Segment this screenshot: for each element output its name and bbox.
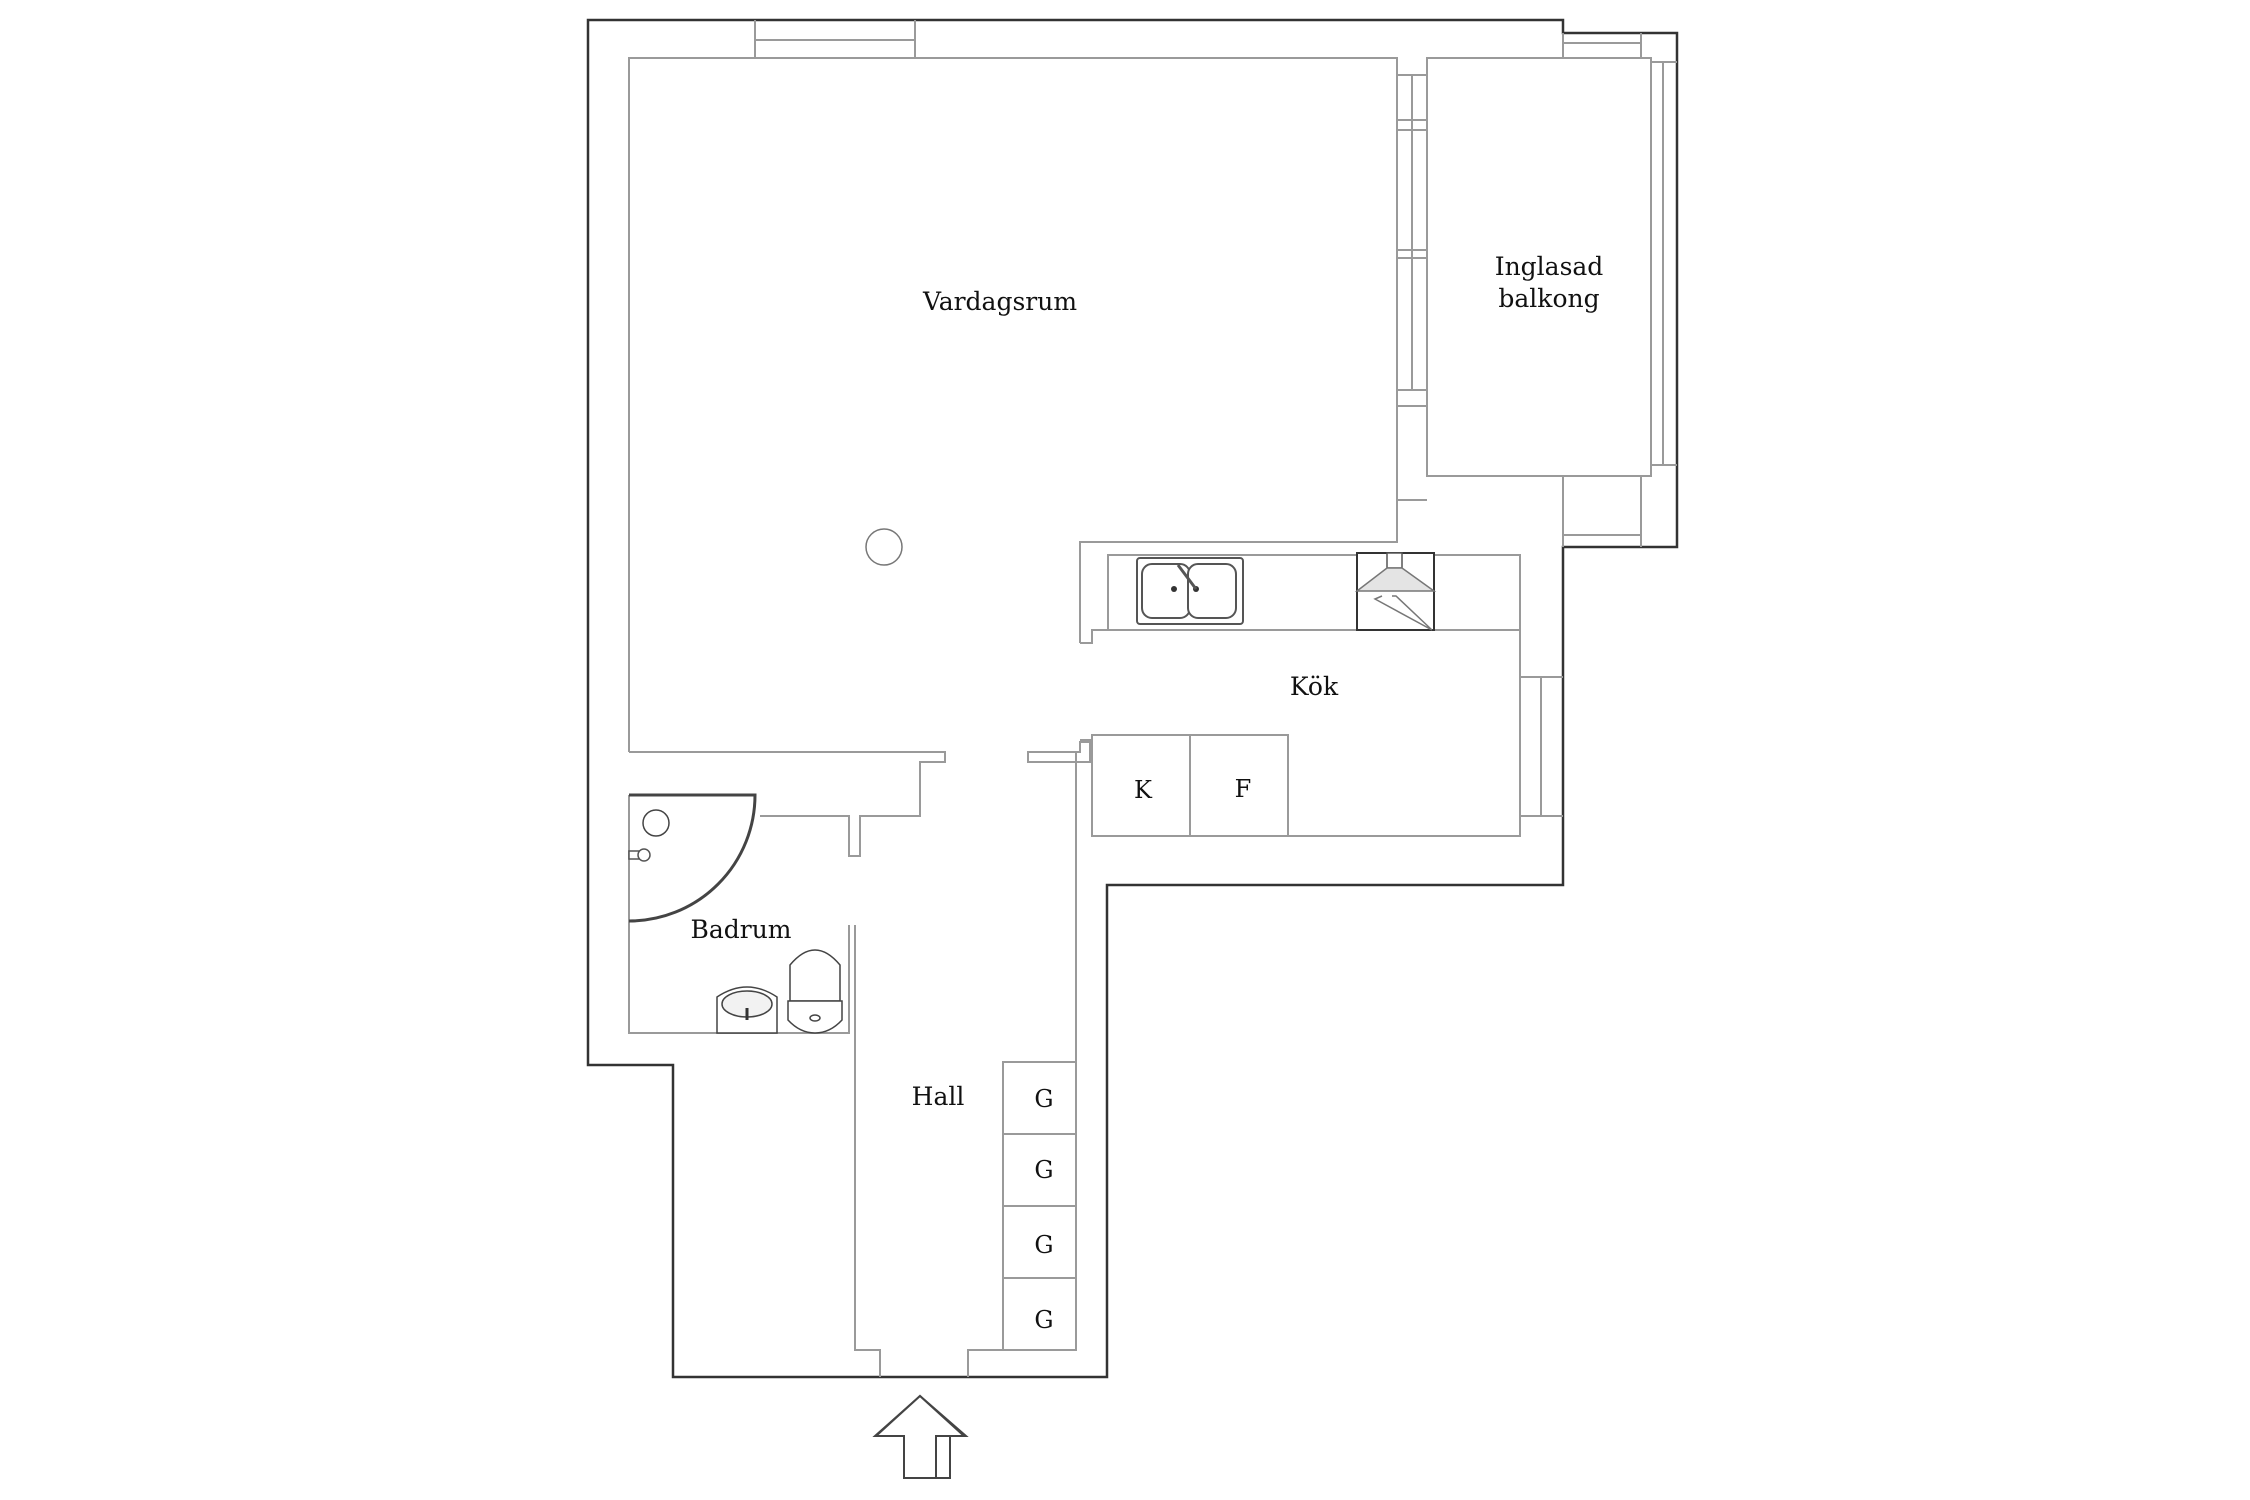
balkong-outline: [1426, 57, 1652, 477]
shower-screen: [628, 793, 757, 923]
room-label-badrum: Badrum: [690, 915, 792, 944]
room-label-hall: Hall: [911, 1082, 965, 1111]
shower-head-icon: [642, 809, 670, 837]
wardrobe-label-2: G: [1034, 1156, 1054, 1184]
frys-box: [1189, 734, 1289, 837]
toilet-icon: [787, 949, 843, 1034]
room-label-vardagsrum: Vardagsrum: [922, 287, 1078, 316]
kok-outline: [1079, 500, 1398, 643]
sink-icon: [1136, 557, 1244, 625]
outer-wall: [586, 18, 1679, 1379]
window-top: [754, 20, 916, 58]
wardrobe-4: [1002, 1277, 1077, 1351]
appliance-label-frys: F: [1234, 775, 1252, 803]
wardrobe-label-4: G: [1034, 1306, 1054, 1334]
wardrobe-label-3: G: [1034, 1231, 1054, 1259]
room-label-balkong: Inglasad balkong: [1494, 252, 1604, 313]
room-label-kok: Kök: [1289, 672, 1339, 701]
wardrobe-label-1: G: [1034, 1085, 1054, 1113]
appliance-label-kyl: K: [1134, 776, 1152, 804]
washbasin-icon: [716, 986, 778, 1034]
ceiling-lamp-icon: [865, 528, 903, 566]
shower-tap-icon: [628, 848, 651, 862]
window-balcony: [1396, 58, 1427, 500]
hall-outline: [854, 752, 1077, 1377]
vardagsrum-outline: [628, 57, 1427, 752]
stove-hood-icon: [1354, 552, 1437, 631]
